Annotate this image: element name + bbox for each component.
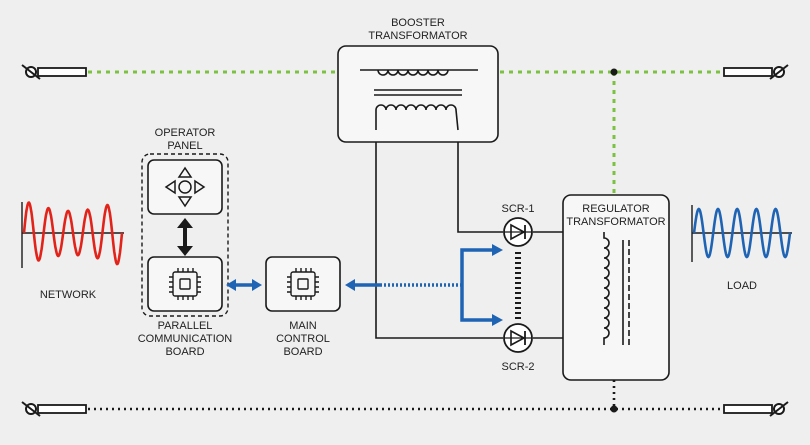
thyristor-icon <box>503 217 533 247</box>
gate-signal-path <box>345 244 503 326</box>
regulator-box <box>562 194 670 381</box>
regulator-label-line1: REGULATOR <box>582 203 649 215</box>
main-control-board: MAIN CONTROL BOARD <box>265 256 341 358</box>
main-label-line2: CONTROL <box>276 333 330 345</box>
booster-label-line2: TRANSFORMATOR <box>368 30 467 42</box>
neutral-line <box>70 380 748 413</box>
booster-box <box>337 45 499 143</box>
terminal-connector-icon <box>21 64 87 80</box>
terminal-connector-icon <box>723 64 789 80</box>
parallel-label-line3: BOARD <box>165 346 204 358</box>
network-sine-wave <box>22 201 124 266</box>
bidirectional-arrow <box>177 218 193 256</box>
network-waveform: NETWORK <box>21 201 124 301</box>
load-waveform: LOAD <box>691 205 792 292</box>
wire-booster-to-scr2 <box>375 142 503 339</box>
load-label: LOAD <box>727 280 757 292</box>
main-board-box <box>265 256 341 312</box>
parallel-board-box <box>147 256 223 312</box>
thyristor-icon <box>503 323 533 353</box>
phase-line <box>70 68 748 195</box>
booster-transformator: BOOSTER TRANSFORMATOR <box>337 17 499 143</box>
transformer-coil-icon <box>603 232 630 345</box>
parallel-communication-board: PARALLEL COMMUNICATION BOARD <box>138 256 233 358</box>
regulator-transformator: REGULATOR TRANSFORMATOR <box>562 194 670 381</box>
parallel-label-line1: PARALLEL <box>158 320 213 332</box>
booster-label-line1: BOOSTER <box>391 17 445 29</box>
main-label-line3: BOARD <box>283 346 322 358</box>
terminal-connector-icon <box>21 401 87 417</box>
operator-dashed-frame <box>141 153 229 317</box>
scr-1: SCR-1 <box>501 203 535 247</box>
microchip-icon <box>287 268 319 300</box>
scr1-label: SCR-1 <box>501 203 534 215</box>
scr-2: SCR-2 <box>501 323 535 373</box>
phase-junction-dot <box>610 68 618 76</box>
load-sine-wave <box>692 207 792 259</box>
wire-booster-to-scr1 <box>457 142 503 233</box>
operator-panel-box <box>147 159 223 215</box>
network-label: NETWORK <box>40 289 97 301</box>
parallel-label-line2: COMMUNICATION <box>138 333 233 345</box>
board-link-arrow <box>226 279 262 291</box>
terminal-connector-icon <box>723 401 789 417</box>
operator-panel: OPERATOR PANEL <box>141 127 229 317</box>
microchip-icon <box>169 268 201 300</box>
operator-label-line2: PANEL <box>167 140 202 152</box>
neutral-junction-dot <box>610 405 618 413</box>
directional-pad-icon <box>164 166 206 208</box>
transformer-coil-icon <box>360 69 478 131</box>
regulator-label-line2: TRANSFORMATOR <box>566 216 665 228</box>
main-label-line1: MAIN <box>289 320 317 332</box>
operator-label-line1: OPERATOR <box>155 127 216 139</box>
scr2-label: SCR-2 <box>501 361 534 373</box>
